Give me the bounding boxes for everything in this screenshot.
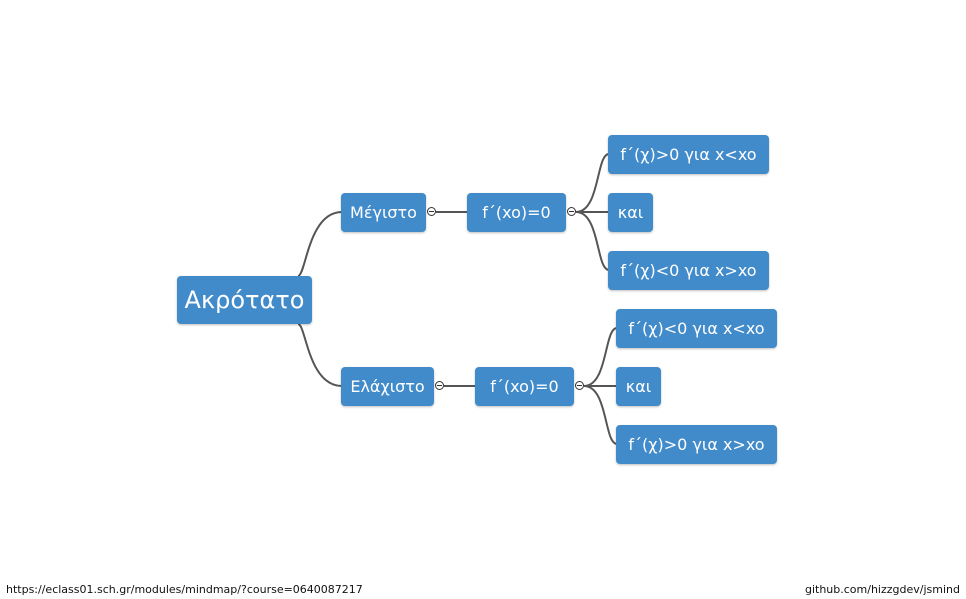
node-maximum-child-2[interactable]: και <box>608 193 653 232</box>
collapse-toggle-minimum-icon[interactable] <box>435 381 444 390</box>
source-url: https://eclass01.sch.gr/modules/mindmap/… <box>6 583 363 596</box>
node-minimum-condition[interactable]: f΄(xo)=0 <box>475 367 574 406</box>
jsmind-credit: github.com/hizzgdev/jsmind <box>804 583 960 596</box>
node-maximum-condition[interactable]: f΄(xo)=0 <box>467 193 566 232</box>
line-root-min <box>297 323 343 387</box>
node-minimum-child-3[interactable]: f΄(χ)>0 για x>xo <box>616 425 777 464</box>
line-max-child-3 <box>575 211 610 271</box>
connector-lines <box>297 153 618 445</box>
collapse-toggle-maximum-icon[interactable] <box>427 207 436 216</box>
line-max-child-1 <box>575 153 610 213</box>
root-node[interactable]: Ακρότατο <box>177 276 312 324</box>
collapse-toggle-minimum-condition-icon[interactable] <box>575 381 584 390</box>
node-maximum-child-3[interactable]: f΄(χ)<0 για x>xo <box>608 251 769 290</box>
node-minimum[interactable]: Ελάχιστο <box>341 367 434 406</box>
node-maximum[interactable]: Μέγιστο <box>341 193 426 232</box>
collapse-toggle-maximum-condition-icon[interactable] <box>567 207 576 216</box>
line-min-child-3 <box>583 385 618 445</box>
node-minimum-child-1[interactable]: f΄(χ)<0 για x<xo <box>616 309 777 348</box>
line-root-max <box>297 211 343 277</box>
line-min-child-1 <box>583 327 618 387</box>
node-maximum-child-1[interactable]: f΄(χ)>0 για x<xo <box>608 135 769 174</box>
node-minimum-child-2[interactable]: και <box>616 367 661 406</box>
